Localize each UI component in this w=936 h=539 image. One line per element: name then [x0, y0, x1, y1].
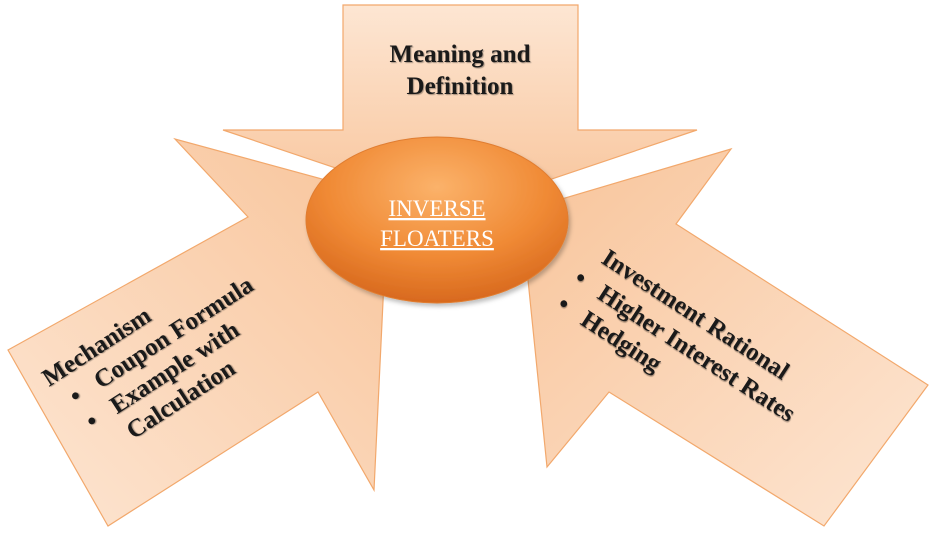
- center-title-line1: INVERSE: [388, 196, 485, 221]
- top-arrow-label-line1: Meaning and: [389, 41, 530, 68]
- center-ellipse: [305, 136, 569, 304]
- right-arrow-shape: [520, 147, 929, 527]
- top-arrow-shape: [222, 4, 698, 211]
- center-title-line2: FLOATERS: [380, 226, 494, 251]
- top-arrow-label-line2: Definition: [407, 73, 514, 100]
- left-arrow-shape: [7, 137, 389, 527]
